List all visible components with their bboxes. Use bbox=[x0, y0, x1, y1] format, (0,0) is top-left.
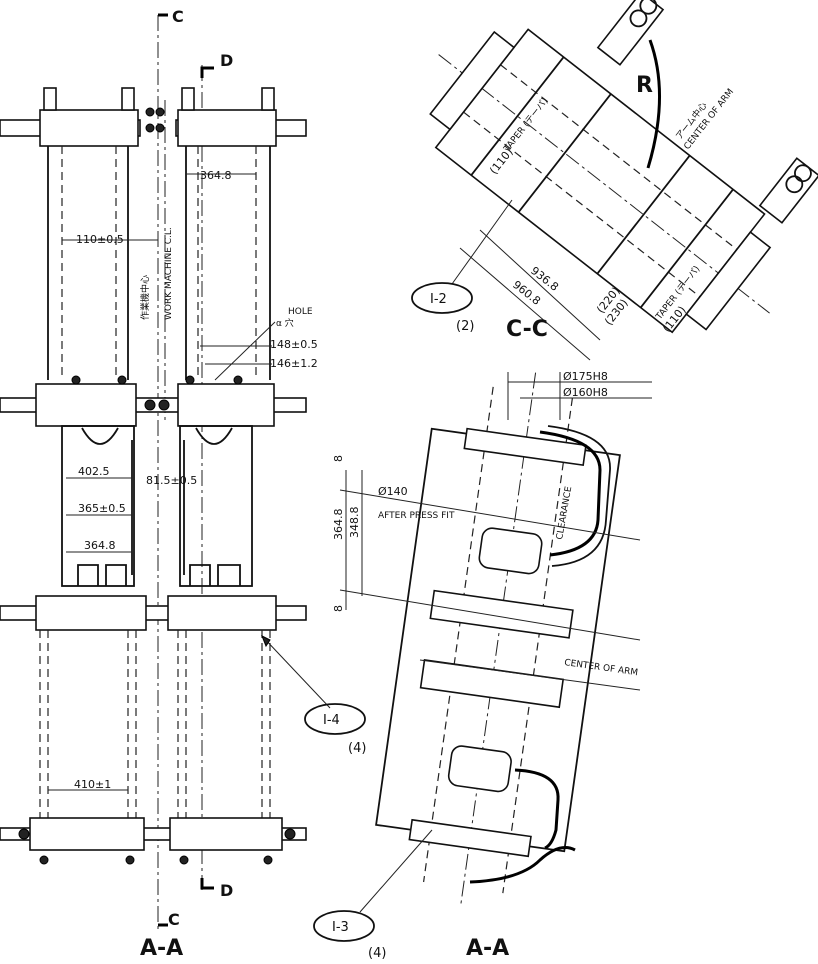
dia-160: Ø160H8 bbox=[563, 386, 608, 399]
callout-i3-bubble bbox=[313, 910, 375, 942]
cc-section-view: R CENTER OF ARM アーム中心 TAPER (テーパ) (110) … bbox=[411, 0, 818, 361]
left-view-title: A-A bbox=[140, 936, 183, 961]
dim-8b: 8 bbox=[332, 605, 345, 612]
after-press-fit: AFTER PRESS FIT bbox=[378, 511, 455, 521]
dim-8a: 8 bbox=[332, 455, 345, 462]
dim-364-right: 364.8 bbox=[332, 509, 345, 541]
section-marker-c-top: C bbox=[172, 7, 184, 26]
dim-365: 365±0.5 bbox=[78, 502, 126, 515]
dia-140: Ø140 bbox=[378, 485, 408, 498]
callout-i2-label: I-2 bbox=[430, 292, 447, 307]
callout-i2-note: (2) bbox=[456, 319, 474, 334]
right-section-view: Ø175H8 Ø160H8 8 364.8 348.8 8 bbox=[313, 370, 652, 961]
callout-i4-note: (4) bbox=[348, 741, 366, 756]
dim-402: 402.5 bbox=[78, 465, 110, 478]
callout-i3-label: I-3 bbox=[332, 920, 349, 935]
dim-348: 348.8 bbox=[348, 507, 361, 539]
dim-148: 148±0.5 bbox=[270, 338, 318, 351]
hole-label-jp: α 穴 bbox=[276, 317, 294, 329]
section-marker-d-bottom: D bbox=[220, 881, 233, 900]
cc-view-title: C-C bbox=[506, 317, 548, 342]
r-label: R bbox=[636, 73, 653, 98]
section-marker-c-bottom: C bbox=[168, 910, 180, 929]
dim-110: 110±0.5 bbox=[76, 233, 124, 246]
callout-i4-label: I-4 bbox=[323, 713, 340, 728]
dia-175: Ø175H8 bbox=[563, 370, 608, 383]
clearance-label: CLEARANCE bbox=[555, 485, 574, 540]
right-view-title: A-A bbox=[466, 936, 509, 961]
left-section-view: C C D D 作業機中心 WORK MACHINE C.L. bbox=[0, 7, 366, 961]
callout-i3-note: (4) bbox=[368, 946, 386, 961]
center-of-arm-right: CENTER OF ARM bbox=[564, 658, 639, 678]
callout-i4-bubble bbox=[304, 703, 366, 735]
dim-81: 81.5±0.5 bbox=[146, 474, 197, 487]
hole-label: HOLE bbox=[288, 307, 313, 317]
work-machine-cl-label: WORK MACHINE C.L. bbox=[164, 227, 174, 320]
callout-i2-bubble bbox=[411, 282, 473, 314]
dim-364-mid: 364.8 bbox=[84, 539, 116, 552]
dim-410: 410±1 bbox=[74, 778, 111, 791]
dim-146: 146±1.2 bbox=[270, 357, 318, 370]
work-machine-cl-jp: 作業機中心 bbox=[139, 275, 151, 320]
section-marker-d-top: D bbox=[220, 51, 233, 70]
dim-364-top: 364.8 bbox=[200, 169, 232, 182]
